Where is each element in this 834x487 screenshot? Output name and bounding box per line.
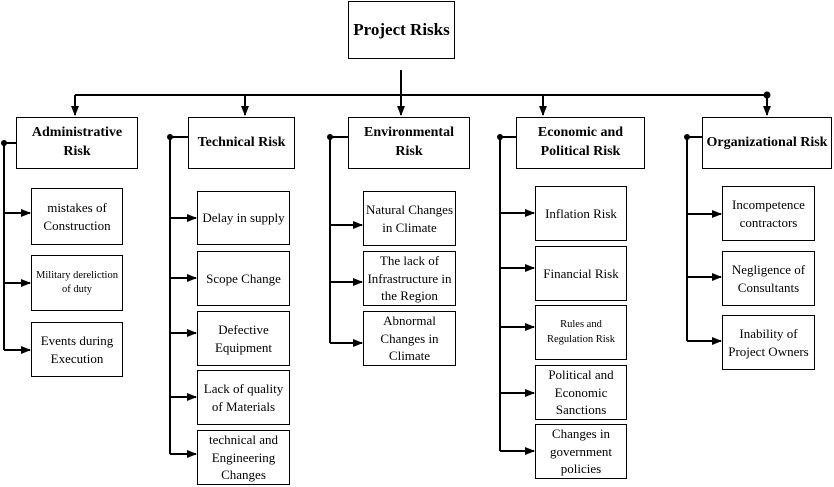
- root-node: Project Risks: [348, 1, 455, 59]
- risk-item: Rules and Regulation Risk: [535, 305, 627, 360]
- root-label: Project Risks: [353, 19, 450, 39]
- risk-item: Financial Risk: [535, 246, 627, 301]
- risk-item: Lack of quality of Materials: [197, 370, 290, 425]
- category-label: Organizational Risk: [706, 134, 828, 150]
- risk-item: Scope Change: [197, 251, 290, 306]
- category-environmental: Environmental Risk: [348, 117, 470, 169]
- risk-item: technical and Engineering Changes: [197, 430, 290, 485]
- risk-item: Negligence of Consultants: [722, 251, 815, 306]
- risk-item: mistakes of Construction: [31, 188, 123, 245]
- category-technical: Technical Risk: [188, 117, 295, 169]
- risk-item: Natural Changes in Climate: [363, 191, 456, 246]
- category-label: Technical Risk: [197, 134, 286, 150]
- risk-item: Inability of Project Owners: [722, 315, 815, 370]
- risk-item: Defective Equipment: [197, 311, 290, 366]
- category-label: Administrative Risk: [31, 125, 123, 159]
- risk-item: Events during Execution: [31, 322, 123, 377]
- category-label: Economic and Political Risk: [537, 125, 624, 159]
- category-administrative: Administrative Risk: [16, 117, 138, 169]
- risk-item: Inflation Risk: [535, 186, 627, 241]
- risk-item: Changes in government policies: [535, 424, 627, 479]
- risk-item: Military dereliction of duty: [31, 255, 123, 311]
- category-economic-political: Economic and Political Risk: [516, 117, 645, 169]
- risk-item: The lack of Infrastructure in the Region: [363, 251, 456, 306]
- category-organizational: Organizational Risk: [702, 117, 832, 169]
- risk-item: Political and Economic Sanctions: [535, 365, 627, 420]
- risk-item: Incompetence contractors: [722, 186, 815, 241]
- risk-item: Delay in supply: [197, 191, 290, 245]
- category-label: Environmental Risk: [364, 125, 454, 159]
- risk-item: Abnormal Changes in Climate: [363, 311, 456, 366]
